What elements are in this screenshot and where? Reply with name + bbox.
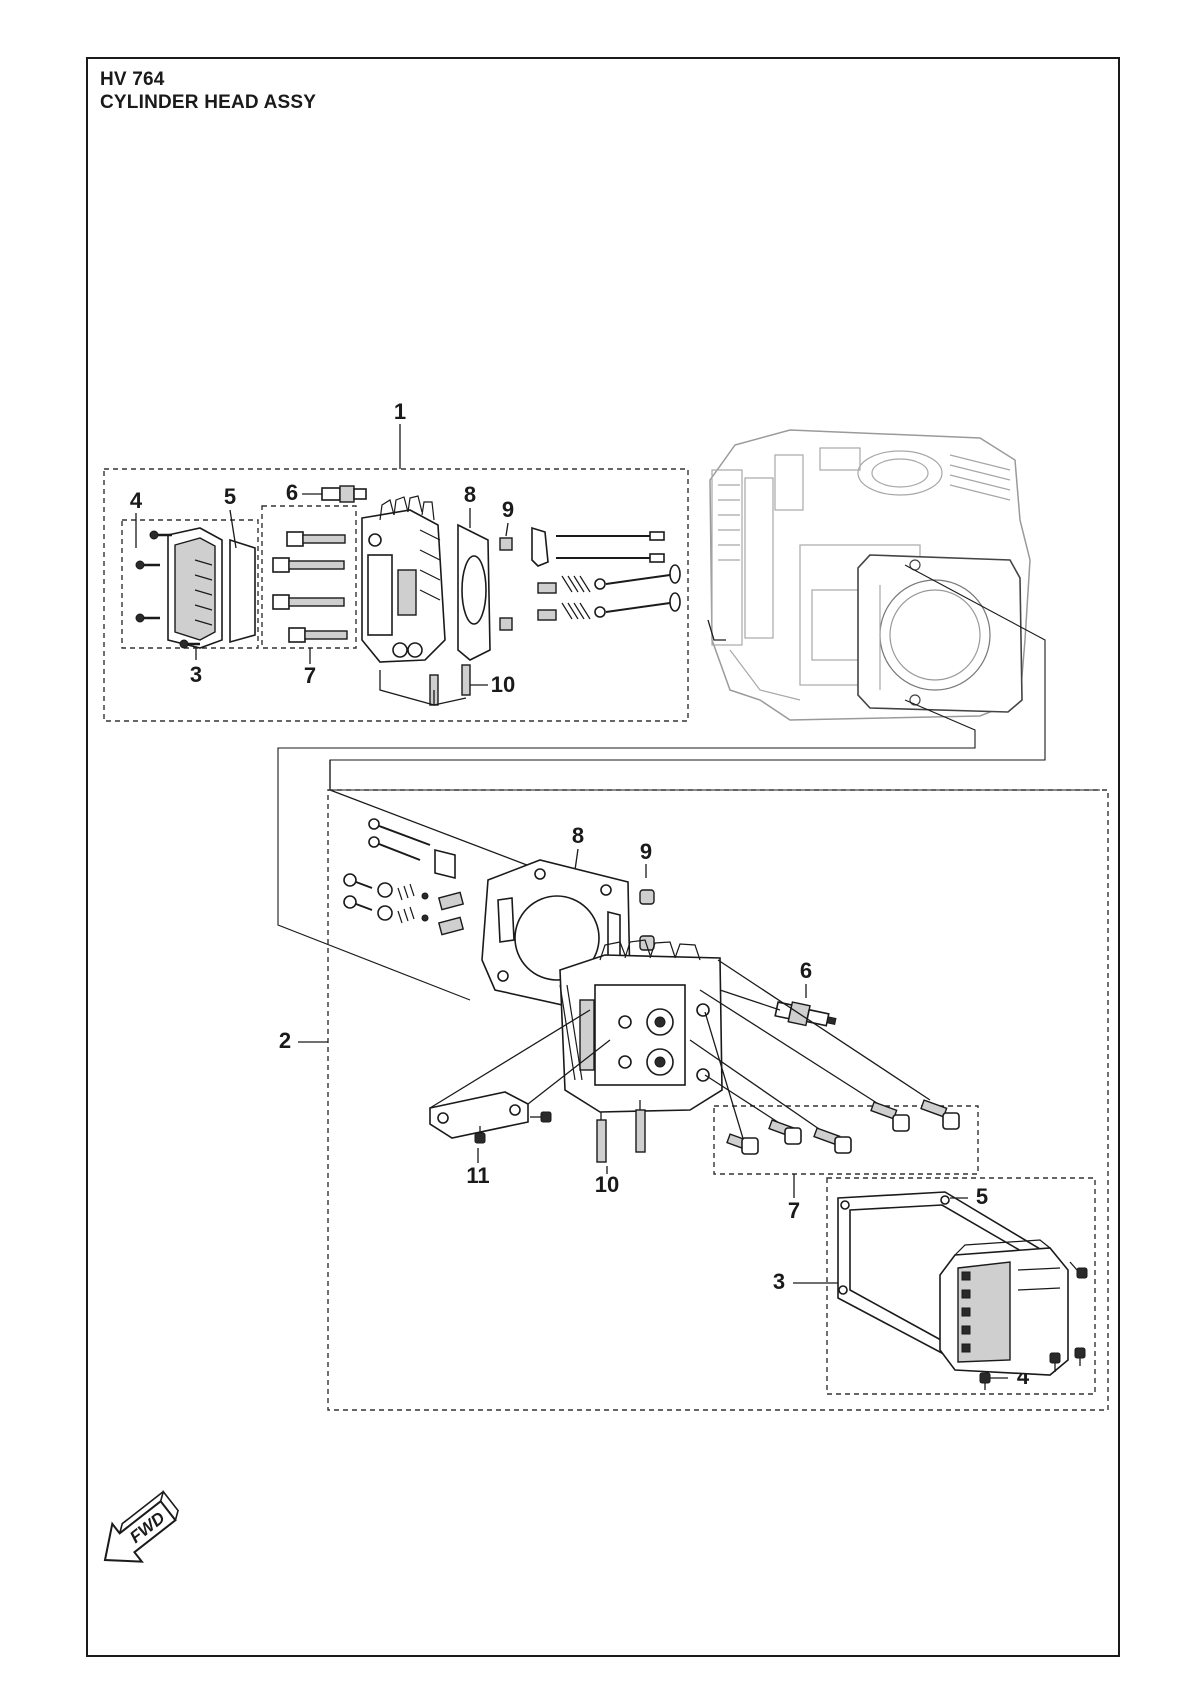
callout-9-lower: 9 — [640, 839, 652, 864]
model-number: HV 764 — [100, 69, 165, 90]
callout-6-upper: 6 — [286, 480, 298, 505]
dowel-upper-1 — [499, 537, 513, 551]
head-bolts-lower — [689, 959, 960, 1155]
callout-9-upper: 9 — [502, 497, 514, 522]
callout-7-upper: 7 — [304, 663, 316, 688]
callout-1: 1 — [394, 399, 406, 424]
callout-2: 2 — [279, 1028, 291, 1053]
valve-train-upper — [531, 526, 681, 621]
dowel-lower-2 — [639, 935, 655, 951]
cover-subbox-lower — [826, 1177, 1096, 1395]
bracket-bolts — [474, 1111, 552, 1144]
cylinder-head-lower — [559, 939, 723, 1113]
valve-train-lower — [343, 818, 465, 936]
assembly-box-1 — [103, 468, 689, 722]
callout-3-upper: 3 — [190, 662, 202, 687]
callout-8-upper: 8 — [464, 482, 476, 507]
engine-block-reference — [707, 429, 1031, 721]
callout-6-lower: 6 — [800, 958, 812, 983]
bolts-subbox-upper — [261, 505, 357, 649]
dowel-upper-2 — [499, 617, 513, 631]
valve-cover-lower — [939, 1239, 1069, 1376]
dowel-lower-1 — [639, 889, 655, 905]
callout-11: 11 — [466, 1163, 489, 1188]
callout-5-upper: 5 — [224, 484, 236, 509]
spark-plug-upper — [321, 485, 367, 503]
assembly-box-2 — [327, 789, 1109, 1411]
diagram-frame — [86, 57, 1120, 1657]
head-gasket-upper — [457, 523, 491, 661]
cover-subbox-upper — [121, 519, 259, 649]
bracket-lower — [429, 1009, 611, 1139]
callout-4-upper: 4 — [130, 488, 143, 513]
callout-8-lower: 8 — [572, 823, 584, 848]
cylinder-head-upper — [361, 495, 446, 663]
cover-screws-lower — [979, 1261, 1088, 1390]
cover-screws-upper — [135, 530, 200, 649]
studs-upper — [379, 664, 471, 706]
callout-3-lower: 3 — [773, 1269, 785, 1294]
callout-7-lower: 7 — [788, 1198, 800, 1223]
callout-10-upper: 10 — [491, 672, 515, 697]
callout-5-lower: 5 — [976, 1184, 988, 1209]
forward-arrow-icon: FWD — [103, 1489, 179, 1563]
head-bolts-upper — [272, 531, 348, 643]
valve-cover-upper — [167, 527, 223, 649]
callout-10-lower: 10 — [595, 1172, 619, 1197]
bolts-subbox-lower — [713, 1105, 979, 1175]
diagram-title: CYLINDER HEAD ASSY — [100, 92, 317, 113]
studs-lower — [596, 1100, 646, 1163]
gasket-upper — [229, 538, 256, 644]
